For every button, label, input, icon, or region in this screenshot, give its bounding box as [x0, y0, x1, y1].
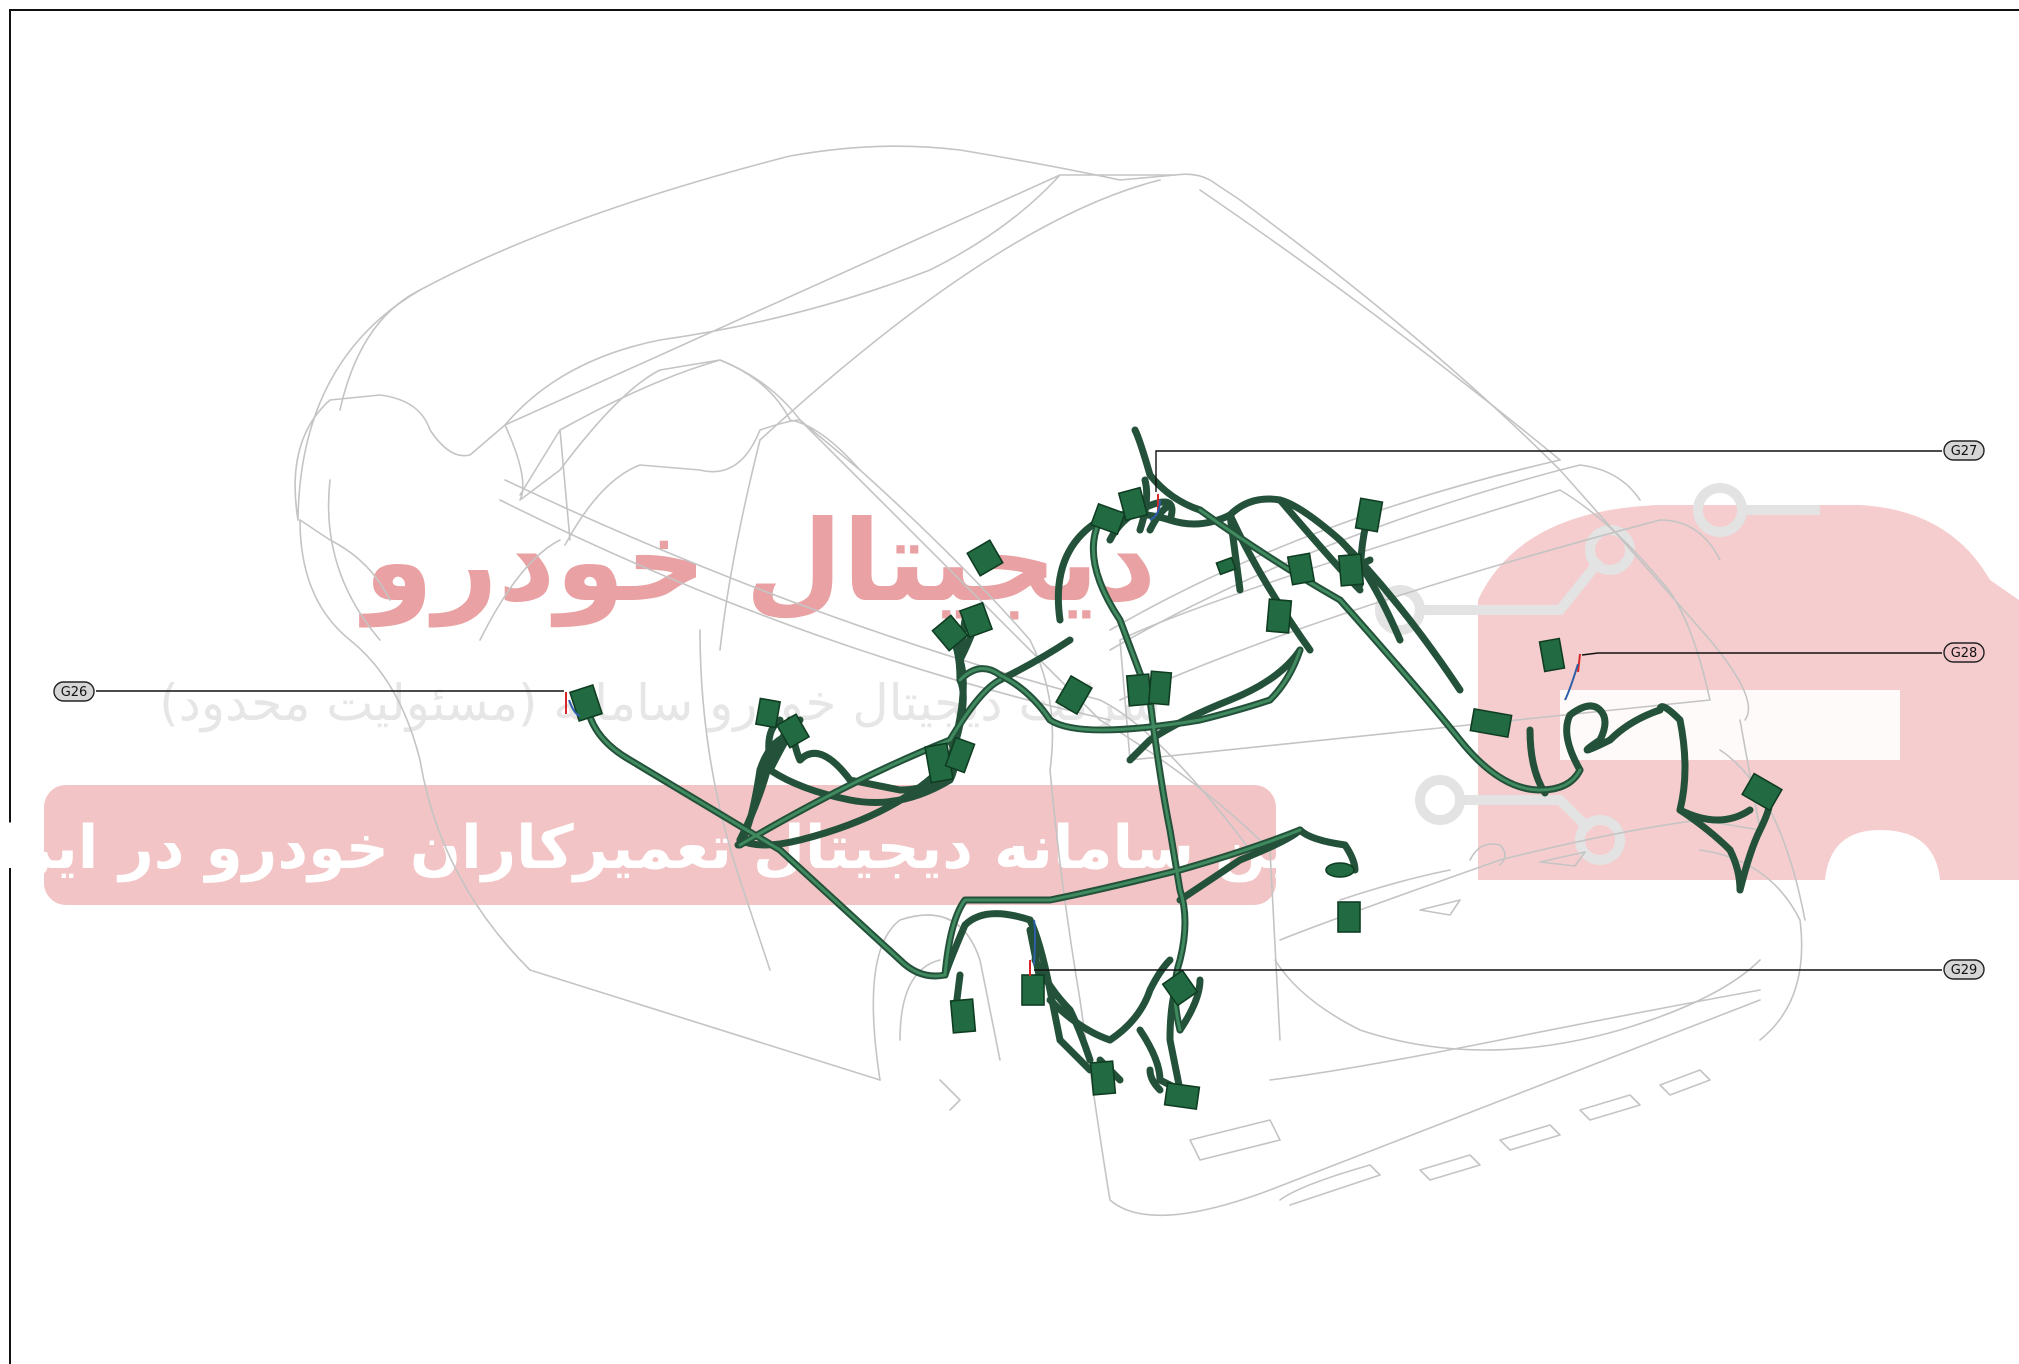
connector: [958, 601, 994, 639]
connector: [1337, 553, 1365, 587]
connector: [1117, 486, 1149, 522]
connector: [949, 998, 977, 1034]
connector: [1055, 674, 1093, 716]
ground-wire: [1033, 919, 1036, 966]
connector: [1161, 969, 1199, 1007]
callout-badge: [1943, 959, 1985, 980]
callout-leader: [1581, 652, 1942, 656]
connector: [1021, 974, 1045, 1006]
callout-label-g26: G26: [61, 685, 88, 700]
callout-label-g29: G29: [1951, 963, 1978, 978]
ground-wire: [1577, 653, 1581, 673]
callout-g29: G29: [1034, 959, 1985, 980]
connector: [754, 697, 782, 729]
ground-wire: [1149, 499, 1161, 521]
connector: [966, 539, 1004, 577]
connector: [1337, 901, 1361, 933]
connector: [931, 614, 969, 652]
connector: [1325, 862, 1355, 878]
callout-g26: G26: [53, 681, 564, 702]
car-logo-icon: [1375, 483, 2019, 880]
connector: [568, 684, 604, 722]
connector: [1286, 552, 1316, 586]
ground-wire: [1564, 663, 1579, 701]
callout-badge: [1943, 440, 1985, 461]
connector: [944, 736, 976, 774]
callout-label-g28: G28: [1951, 646, 1978, 661]
callout-g27: G27: [1155, 440, 1985, 492]
connector: [1354, 497, 1384, 533]
connector: [1090, 502, 1126, 536]
connector: [1265, 598, 1293, 634]
connector: [1215, 556, 1237, 576]
callout-label-g27: G27: [1951, 444, 1978, 459]
connector: [1125, 673, 1153, 707]
watermark-banner-text: اولین سامانه دیجیتال تعمیرکاران خودرو در…: [0, 813, 1374, 883]
connector: [1089, 1060, 1117, 1096]
callout-badge: [53, 681, 95, 702]
connector: [1469, 707, 1513, 739]
connector: [775, 713, 811, 749]
connectors: [568, 486, 1783, 1111]
page-border: [9, 9, 2019, 1364]
connector: [1163, 1081, 1201, 1111]
ground-wire: [568, 699, 581, 717]
ground-points: [565, 494, 1581, 976]
callout-badge: [1943, 642, 1985, 663]
watermark-brand: دیجیتال خودرو: [359, 497, 1156, 628]
connector: [1741, 772, 1783, 812]
connector: [1538, 637, 1566, 673]
callout-g28: G28: [1581, 642, 1985, 663]
callout-leader: [1155, 450, 1942, 492]
connector: [1147, 670, 1173, 706]
watermark-banner: [44, 785, 1276, 905]
watermark: دیجیتال خودرو شرکت دیجیتال خودرو سامانه …: [0, 483, 2019, 905]
